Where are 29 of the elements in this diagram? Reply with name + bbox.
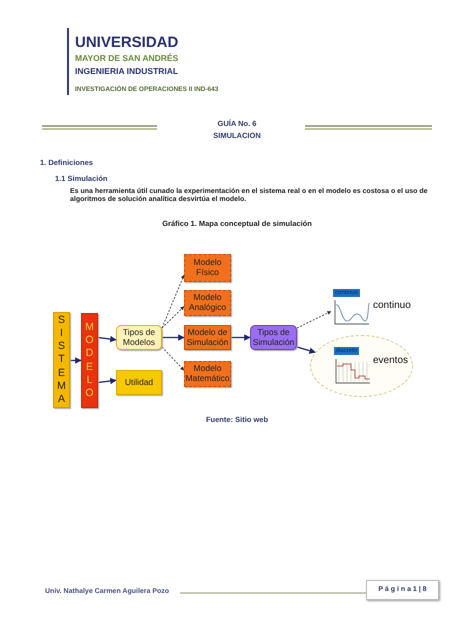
node-label: MODELO <box>85 321 94 400</box>
chart-label: eventos <box>373 355 408 366</box>
dashed-arrow <box>162 274 184 328</box>
arrow <box>296 346 316 354</box>
concept-box <box>184 254 231 282</box>
arrow <box>70 357 82 364</box>
subheading: INGENIERIA INDUSTRIAL <box>75 66 178 76</box>
node-label: Tipos de Simulación <box>252 328 296 348</box>
node-label: Modelo Físico <box>192 258 222 278</box>
node-label: Modelo de Simulación <box>186 328 230 348</box>
heading: UNIVERSIDAD <box>75 34 178 52</box>
dashed-arrow <box>162 346 184 371</box>
node-label: Modelo Matemático <box>185 364 230 384</box>
dashed-arrow <box>162 306 184 328</box>
node-label: Utilidad <box>124 378 154 388</box>
node-label: SISTEMA <box>57 314 66 406</box>
arrow <box>162 334 185 341</box>
chart-label: continuo <box>373 300 411 312</box>
arrow <box>231 334 251 341</box>
vertical-box <box>81 313 98 408</box>
subheading: MAYOR DE SAN ANDRÉS <box>75 53 178 64</box>
vertical-box <box>53 312 70 408</box>
concept-box <box>116 325 162 350</box>
arrow <box>98 336 117 342</box>
dashed-arrow <box>296 311 332 328</box>
node-label: Tipos de Modelos <box>122 328 156 348</box>
arrow <box>98 378 117 384</box>
node-label: Modelo Analógico <box>188 293 228 313</box>
concept-box <box>116 370 162 395</box>
